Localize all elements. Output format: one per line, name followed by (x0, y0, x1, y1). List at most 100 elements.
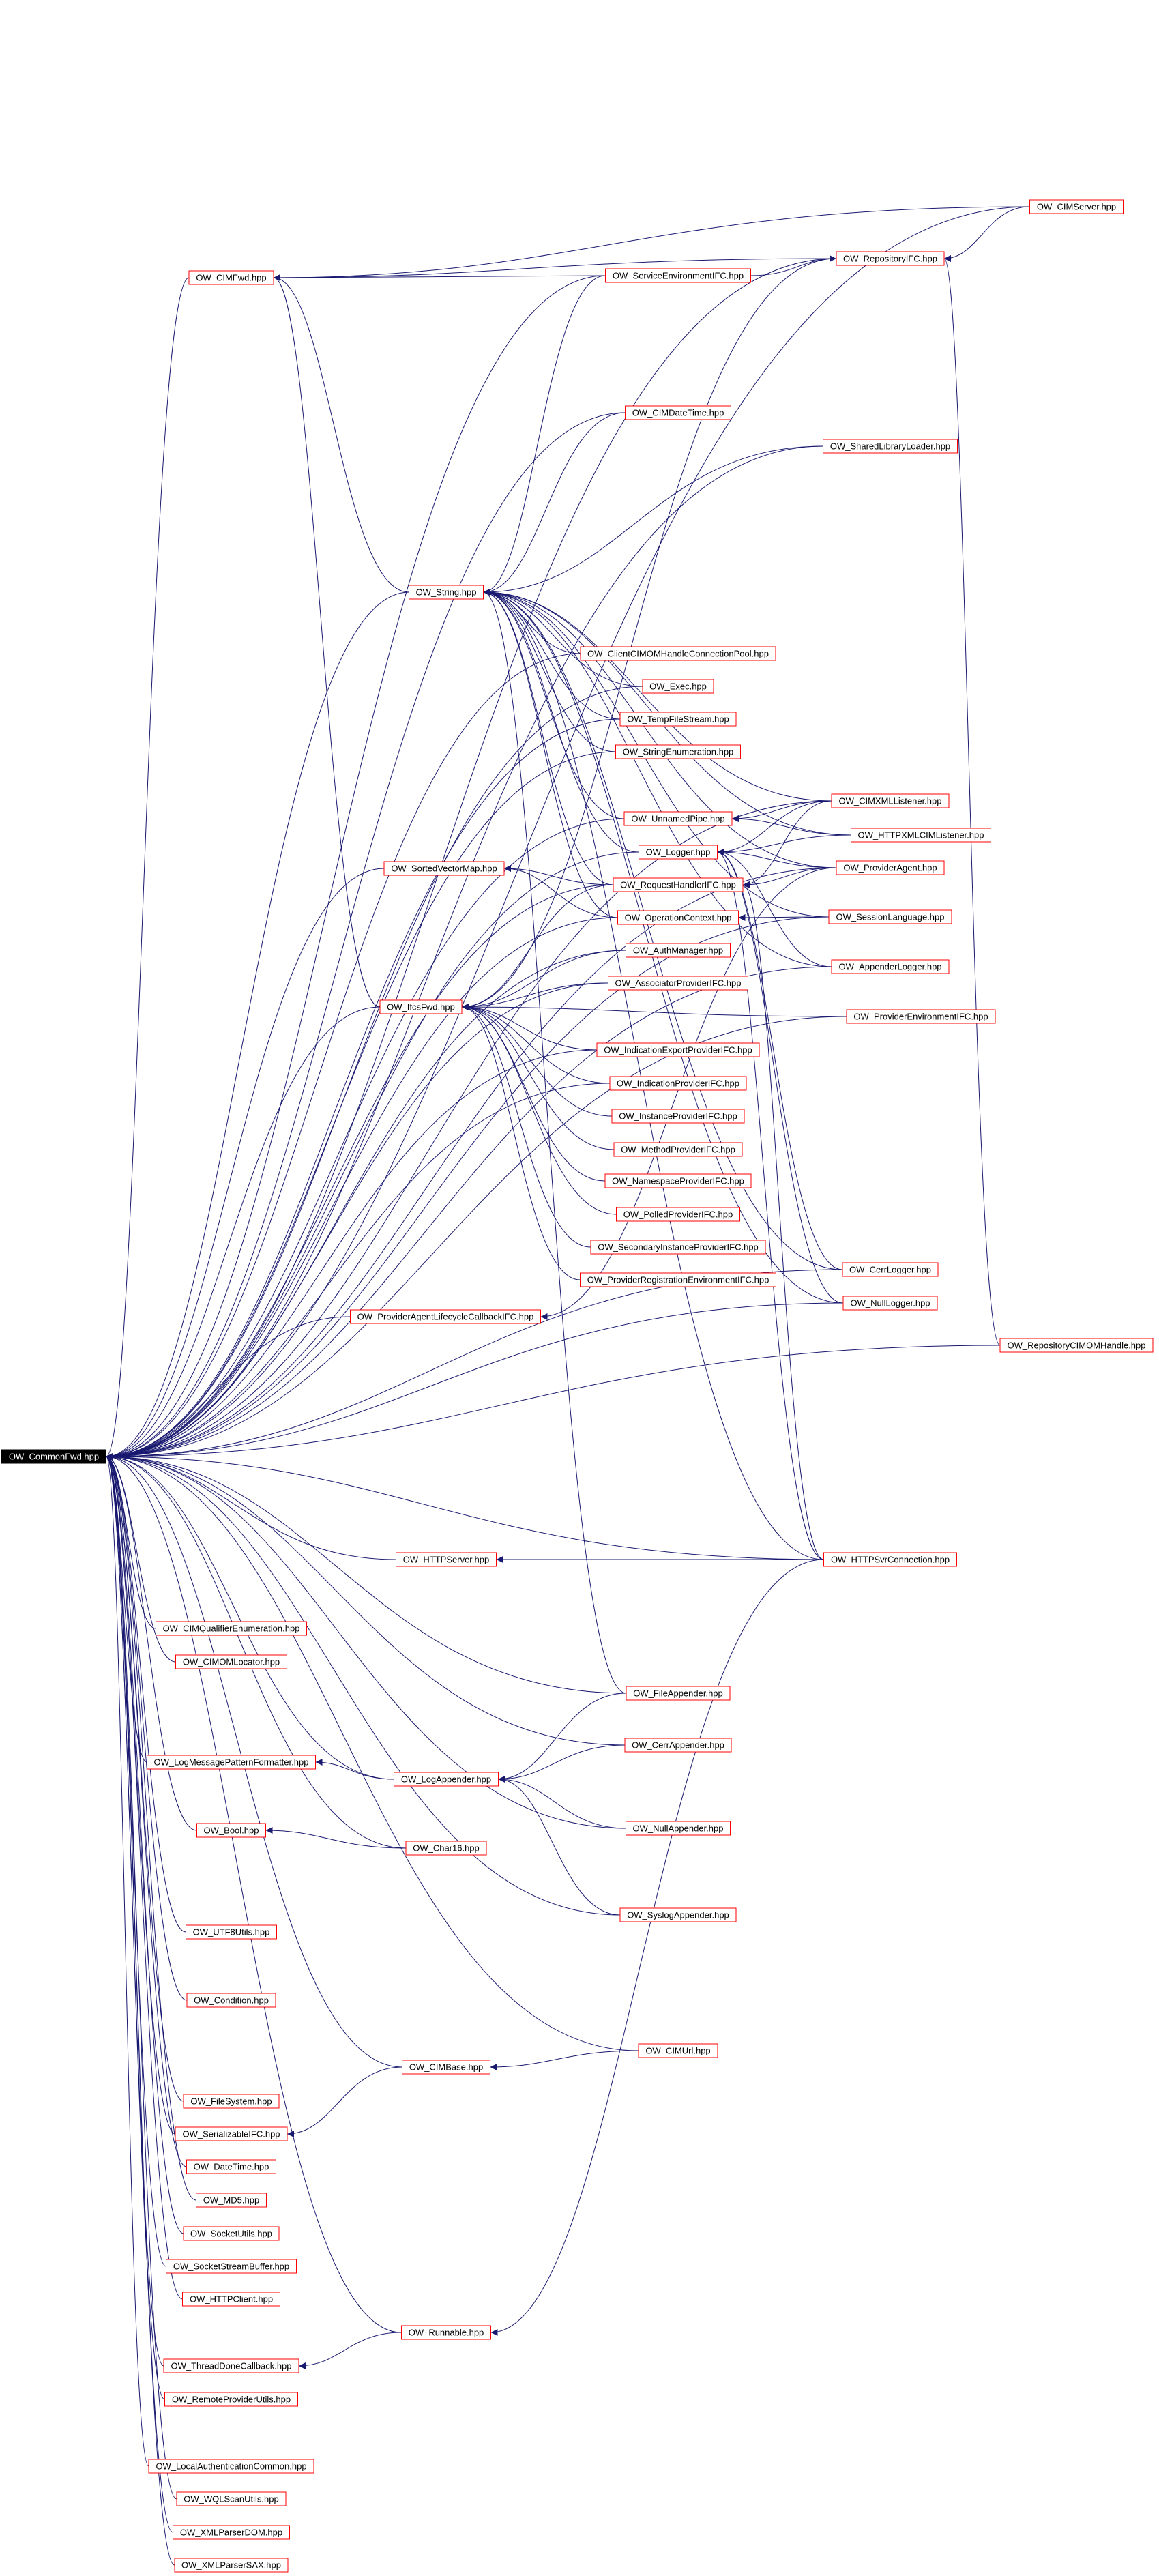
node-logger[interactable]: OW_Logger.hpp (639, 845, 718, 860)
node-applogger[interactable]: OW_AppenderLogger.hpp (831, 959, 950, 974)
edge-httpxmllist-to-logger (717, 834, 851, 855)
node-sortvec[interactable]: OW_SortedVectorMap.hpp (383, 861, 505, 876)
edge-httpsvrconn-to-string (483, 589, 824, 1560)
node-box (163, 2358, 299, 2373)
node-remoteprov[interactable]: OW_RemoteProviderUtils.hpp (164, 2392, 298, 2407)
node-cimfwd[interactable]: OW_CIMFwd.hpp (188, 270, 274, 285)
node-cimserver[interactable]: OW_CIMServer.hpp (1029, 199, 1124, 214)
node-datetime[interactable]: OW_DateTime.hpp (186, 2159, 276, 2174)
node-box (851, 828, 991, 843)
node-cimxmllist[interactable]: OW_CIMXMLListener.hpp (831, 793, 950, 808)
node-cimurl[interactable]: OW_CIMUrl.hpp (638, 2043, 718, 2058)
edge-socketutils-to-common (106, 1453, 184, 2234)
node-nulllogger[interactable]: OW_NullLogger.hpp (842, 1296, 938, 1311)
node-strenum[interactable]: OW_StringEnumeration.hpp (615, 744, 741, 759)
node-nullapp[interactable]: OW_NullAppender.hpp (626, 1821, 731, 1836)
node-instprov[interactable]: OW_InstanceProviderIFC.hpp (611, 1109, 745, 1124)
node-box (836, 860, 945, 875)
node-indprov[interactable]: OW_IndicationProviderIFC.hpp (609, 1076, 747, 1091)
node-ifcsfwd[interactable]: OW_IfcsFwd.hpp (379, 999, 463, 1014)
node-httpsvrconn[interactable]: OW_HTTPSvrConnection.hpp (823, 1552, 957, 1567)
node-provenv[interactable]: OW_ProviderEnvironmentIFC.hpp (846, 1009, 996, 1024)
node-xmldom[interactable]: OW_XMLParserDOM.hpp (173, 2525, 290, 2540)
node-tempfile[interactable]: OW_TempFileStream.hpp (619, 712, 737, 727)
edge-strenum-to-string (483, 589, 616, 752)
node-cimqualenum[interactable]: OW_CIMQualifierEnumeration.hpp (156, 1621, 307, 1636)
node-reqhandler[interactable]: OW_RequestHandlerIFC.hpp (613, 877, 744, 892)
node-httpserver[interactable]: OW_HTTPServer.hpp (396, 1552, 497, 1567)
node-condition[interactable]: OW_Condition.hpp (186, 1993, 276, 2008)
node-palcb[interactable]: OW_ProviderAgentLifecycleCallbackIFC.hpp (350, 1309, 541, 1324)
node-label: OW_Runnable.hpp (409, 2328, 484, 2338)
node-polledprov[interactable]: OW_PolledProviderIFC.hpp (616, 1207, 740, 1222)
node-logapp[interactable]: OW_LogAppender.hpp (394, 1772, 499, 1787)
node-box (828, 909, 952, 924)
node-box (383, 861, 505, 876)
node-unnamedpipe[interactable]: OW_UnnamedPipe.hpp (623, 811, 733, 826)
node-repocimom[interactable]: OW_RepositoryCIMOMHandle.hpp (999, 1338, 1154, 1353)
edge-sharedlib-to-string (483, 445, 823, 596)
node-authmgr[interactable]: OW_AuthManager.hpp (626, 943, 731, 958)
node-xmlsax[interactable]: OW_XMLParserSAX.hpp (174, 2558, 289, 2573)
node-cimbase[interactable]: OW_CIMBase.hpp (402, 2060, 490, 2075)
node-box (999, 1338, 1154, 1353)
node-fileapp[interactable]: OW_FileAppender.hpp (626, 1686, 731, 1701)
node-socketutils[interactable]: OW_SocketUtils.hpp (183, 2226, 280, 2241)
node-label: OW_SharedLibraryLoader.hpp (830, 441, 950, 452)
node-runnable[interactable]: OW_Runnable.hpp (401, 2325, 491, 2340)
node-string[interactable]: OW_String.hpp (409, 585, 484, 600)
node-localauth[interactable]: OW_LocalAuthenticationCommon.hpp (148, 2459, 314, 2474)
node-filesystem[interactable]: OW_FileSystem.hpp (183, 2094, 280, 2109)
edge-datetime-to-common (106, 1453, 187, 2167)
node-httpxmllist[interactable]: OW_HTTPXMLCIMListener.hpp (851, 828, 991, 843)
node-box (608, 976, 748, 991)
node-opctx[interactable]: OW_OperationContext.hpp (617, 910, 739, 925)
node-methprov[interactable]: OW_MethodProviderIFC.hpp (613, 1142, 743, 1157)
node-label: OW_AssociatorProviderIFC.hpp (615, 978, 742, 989)
edge-ifcsfwd-to-cimfwd (273, 274, 381, 1008)
node-char16[interactable]: OW_Char16.hpp (405, 1841, 487, 1856)
node-indexport[interactable]: OW_IndicationExportProviderIFC.hpp (596, 1042, 760, 1057)
node-nsprov[interactable]: OW_NamespaceProviderIFC.hpp (604, 1173, 752, 1188)
node-utf8[interactable]: OW_UTF8Utils.hpp (186, 1924, 277, 1940)
node-servenv[interactable]: OW_ServiceEnvironmentIFC.hpp (605, 268, 751, 283)
node-logmsgpat[interactable]: OW_LogMessagePatternFormatter.hpp (147, 1755, 316, 1770)
node-threaddone[interactable]: OW_ThreadDoneCallback.hpp (163, 2358, 299, 2373)
node-sockstreambuf[interactable]: OW_SocketStreamBuffer.hpp (166, 2259, 297, 2274)
edge-repoifc-to-ifcsfwd (461, 258, 837, 1010)
node-cerrlogger[interactable]: OW_CerrLogger.hpp (842, 1262, 939, 1277)
node-bool[interactable]: OW_Bool.hpp (196, 1823, 266, 1838)
node-assocprov[interactable]: OW_AssociatorProviderIFC.hpp (608, 976, 748, 991)
node-label: OW_NullLogger.hpp (850, 1298, 930, 1308)
node-box (166, 2259, 297, 2274)
node-cimdatetime[interactable]: OW_CIMDateTime.hpp (625, 405, 731, 420)
edge-md5-to-common (106, 1453, 196, 2201)
edge-logapp-to-common (106, 1453, 394, 1780)
edge-tempfile-to-string (483, 589, 621, 720)
node-provagent[interactable]: OW_ProviderAgent.hpp (836, 860, 945, 875)
node-exec[interactable]: OW_Exec.hpp (642, 679, 714, 694)
node-secinstprov[interactable]: OW_SecondaryInstanceProviderIFC.hpp (590, 1240, 766, 1255)
edge-provagent-to-logger (717, 849, 837, 868)
node-label: OW_CIMBase.hpp (409, 2062, 483, 2073)
node-repoifc[interactable]: OW_RepositoryIFC.hpp (836, 251, 945, 266)
node-provregenv[interactable]: OW_ProviderRegistrationEnvironmentIFC.hp… (580, 1272, 776, 1287)
node-wqlscan[interactable]: OW_WQLScanUtils.hpp (176, 2491, 287, 2506)
edge-string-to-cimfwd (273, 274, 409, 593)
node-sesslang[interactable]: OW_SessionLanguage.hpp (828, 909, 952, 924)
node-md5[interactable]: OW_MD5.hpp (196, 2193, 267, 2208)
node-syslogapp[interactable]: OW_SyslogAppender.hpp (619, 1907, 737, 1922)
node-cerrapp[interactable]: OW_CerrAppender.hpp (624, 1738, 732, 1753)
node-box (619, 712, 737, 727)
node-common[interactable]: OW_CommonFwd.hpp (1, 1449, 106, 1464)
edge-indprov-to-common (106, 1083, 611, 1460)
node-clientpool[interactable]: OW_ClientCIMOMHandleConnectionPool.hpp (580, 646, 776, 661)
node-cimomloc[interactable]: OW_CIMOMLocator.hpp (175, 1654, 287, 1669)
edge-assocprov-to-ifcsfwd (461, 982, 608, 1010)
node-httpclient[interactable]: OW_HTTPClient.hpp (182, 2292, 280, 2307)
node-sharedlib[interactable]: OW_SharedLibraryLoader.hpp (823, 439, 958, 454)
node-serializable[interactable]: OW_SerializableIFC.hpp (175, 2126, 288, 2141)
edge-logger-to-common (106, 851, 639, 1460)
edge-applogger-to-common (106, 966, 832, 1460)
